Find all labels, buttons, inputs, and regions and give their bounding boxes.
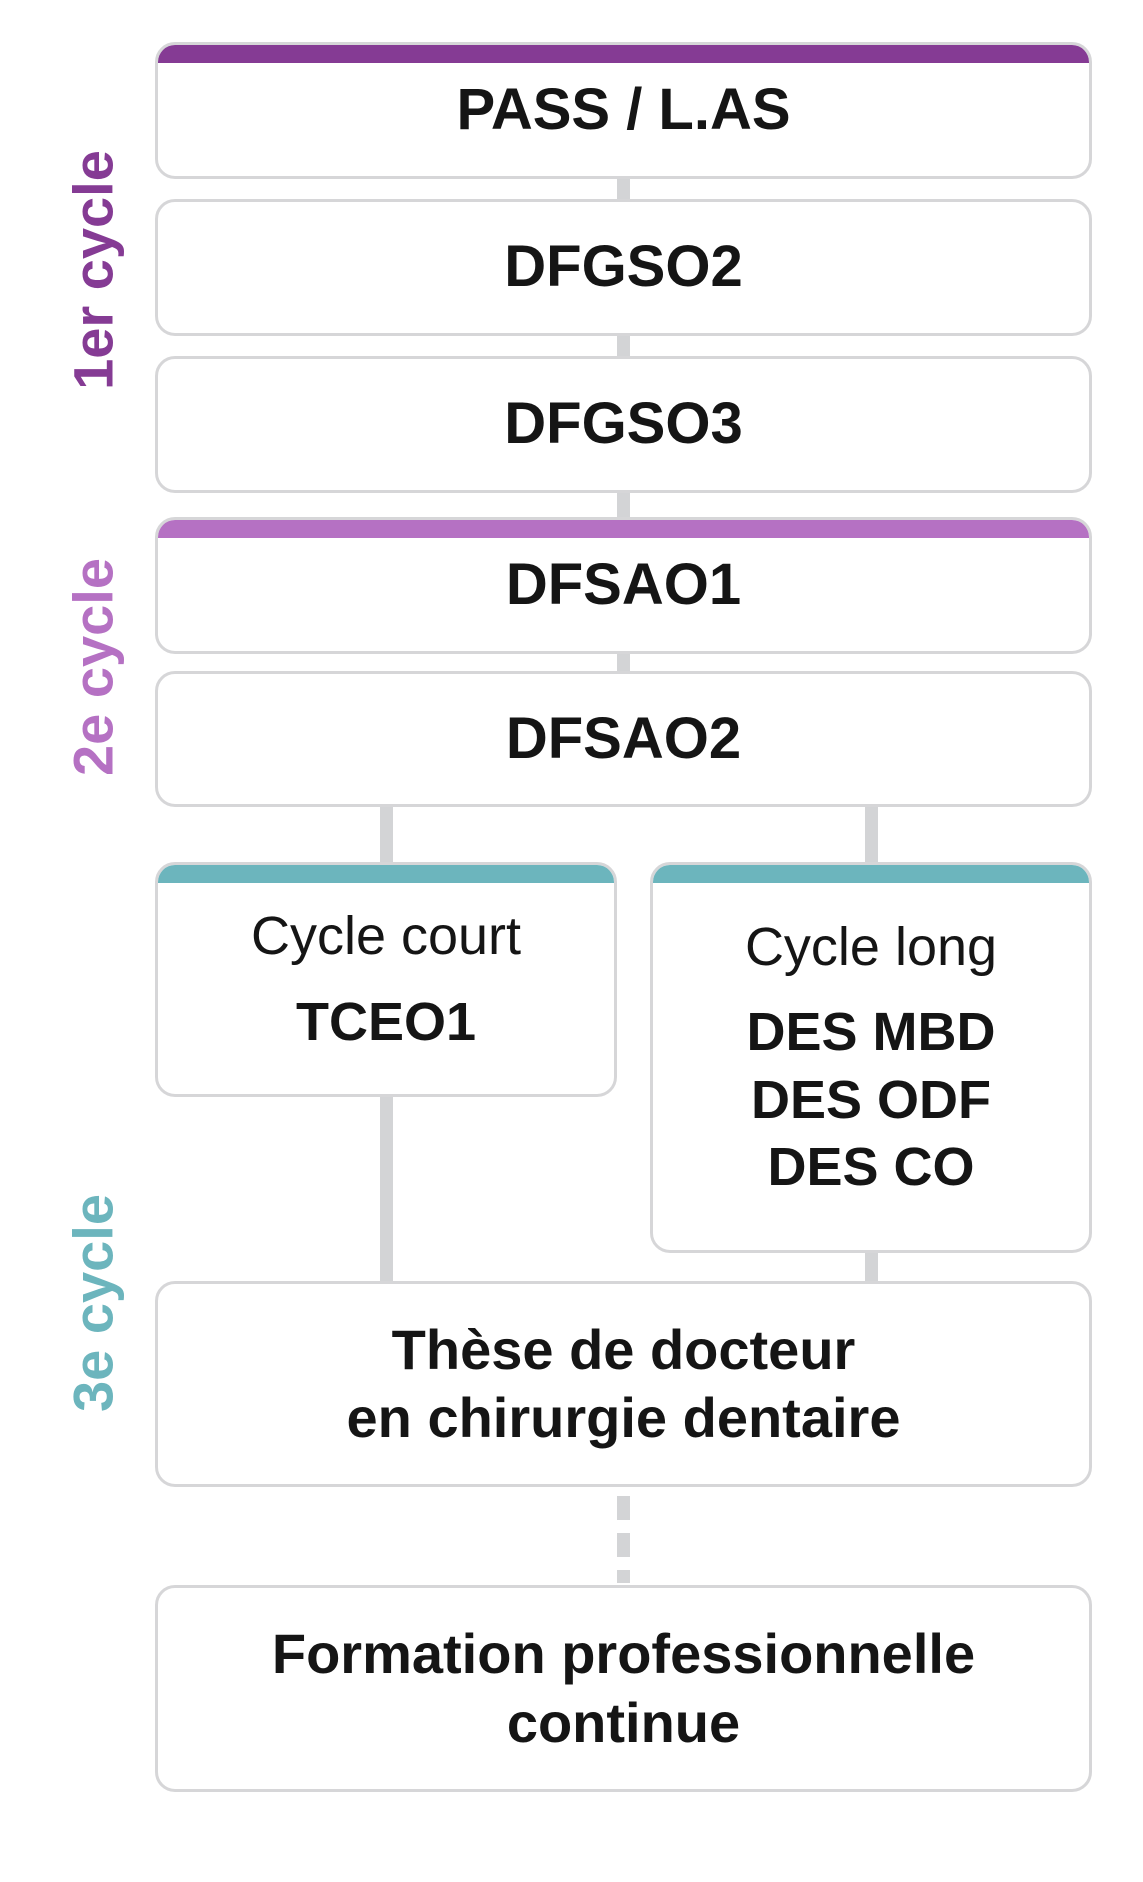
these-line-2: en chirurgie dentaire: [346, 1386, 901, 1449]
connector-cycle-court-these: [380, 1080, 393, 1295]
connector-dashed-these-formation: [617, 1496, 630, 1583]
cycle1-color-bar: [158, 45, 1089, 63]
side-label-3e-cycle: 3e cycle: [61, 1194, 125, 1412]
formation-line-1: Formation professionnelle: [271, 1622, 976, 1686]
box-dfsao2: DFSAO2: [155, 671, 1092, 807]
connector-dfsao2-cycle-long: [865, 795, 878, 875]
cycle-long-des-co: DES CO: [767, 1137, 975, 1197]
side-label-2e-cycle: 2e cycle: [61, 558, 125, 776]
box-pass-las: PASS / L.AS: [155, 42, 1092, 179]
box-cycle-court: Cycle court TCEO1: [155, 862, 617, 1097]
side-label-1er-cycle: 1er cycle: [61, 150, 125, 390]
box-these: Thèse de docteur en chirurgie dentaire: [155, 1281, 1092, 1487]
cycle-long-des-mbd: DES MBD: [746, 1002, 996, 1062]
box-dfgso2-label: DFGSO2: [504, 234, 743, 300]
box-cycle-long: Cycle long DES MBD DES ODF DES CO: [650, 862, 1092, 1253]
box-formation: Formation professionnelle continue: [155, 1585, 1092, 1792]
cycle3-color-bar-left: [158, 865, 614, 883]
box-dfgso3: DFGSO3: [155, 356, 1092, 493]
box-pass-las-label: PASS / L.AS: [456, 77, 791, 143]
box-dfsao1: DFSAO1: [155, 517, 1092, 654]
connector-dfsao2-cycle-court: [380, 795, 393, 875]
cycle-long-title: Cycle long: [744, 916, 998, 977]
these-line-1: Thèse de docteur: [391, 1317, 856, 1381]
box-dfsao1-label: DFSAO1: [505, 552, 742, 618]
cycle-court-tceo1: TCEO1: [295, 991, 477, 1052]
cycle-long-des-odf: DES ODF: [750, 1069, 992, 1130]
box-dfgso3-label: DFGSO3: [504, 391, 743, 457]
formation-line-2: continue: [506, 1690, 741, 1754]
cycle3-color-bar-right: [653, 865, 1089, 883]
cycle2-color-bar: [158, 520, 1089, 538]
box-dfsao2-label: DFSAO2: [505, 705, 742, 771]
cycle-court-title: Cycle court: [250, 906, 522, 966]
box-dfgso2: DFGSO2: [155, 199, 1092, 336]
